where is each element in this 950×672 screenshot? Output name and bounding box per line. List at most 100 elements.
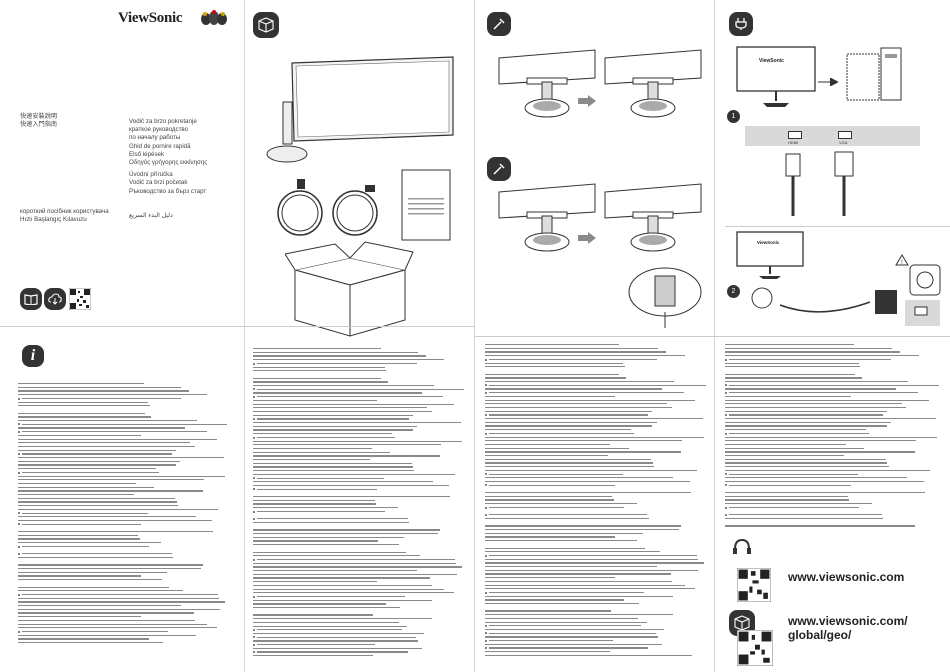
- safety-text-block: [253, 348, 468, 668]
- text-line: [253, 348, 381, 350]
- text-line: [18, 412, 145, 414]
- text-line: [18, 386, 182, 388]
- text-line: [485, 455, 608, 457]
- text-line: [18, 468, 156, 470]
- text-line: [18, 519, 212, 522]
- bullet-mark: [18, 545, 20, 548]
- text-line: [253, 544, 399, 546]
- info-text-block: [18, 383, 238, 668]
- text-line: [253, 447, 372, 450]
- text-line: [485, 577, 615, 579]
- text-line: [485, 347, 658, 349]
- text-line: [257, 388, 464, 390]
- qr-code-support[interactable]: [737, 568, 771, 602]
- text-line: [253, 555, 420, 557]
- text-line: [485, 584, 686, 586]
- text-line: [253, 351, 418, 353]
- text-line: [257, 436, 396, 439]
- text-line: [18, 416, 152, 418]
- text-line: [485, 458, 652, 460]
- title-el: Οδηγός γρήγορης εκκίνησης: [129, 159, 208, 167]
- cloud-download-icon: [44, 288, 66, 310]
- text-line: [729, 392, 919, 394]
- text-line: [253, 466, 414, 468]
- bullet-mark: [485, 384, 487, 387]
- geo-link[interactable]: www.viewsonic.com/ global/geo/: [788, 614, 908, 642]
- text-line: [253, 529, 441, 531]
- bullet-mark: [725, 484, 727, 487]
- text-line: [725, 503, 872, 505]
- text-line: [489, 414, 649, 416]
- text-line: [253, 551, 406, 553]
- text-line: [725, 462, 888, 464]
- text-line: [485, 466, 654, 468]
- text-line: [18, 579, 163, 581]
- text-line: [489, 506, 624, 509]
- text-line: [485, 643, 663, 645]
- bullet-mark: [725, 384, 727, 387]
- text-line: [253, 481, 433, 483]
- bullet-mark: [253, 477, 255, 480]
- text-line: [18, 490, 204, 492]
- text-line: [485, 558, 698, 560]
- bullet-mark: [253, 595, 255, 598]
- title-hu: Első lépések: [129, 150, 165, 158]
- bullet-mark: [253, 388, 255, 391]
- text-line: [253, 407, 428, 409]
- text-line: [485, 462, 653, 464]
- brand-mini-1: ViewSonic: [759, 58, 784, 64]
- warning-icon: !: [895, 254, 909, 266]
- text-line: [729, 514, 883, 516]
- title-ro: Ghid de pornire rapidă: [129, 142, 191, 150]
- text-line: [257, 629, 403, 631]
- bullet-mark: [253, 395, 255, 398]
- text-line: [485, 499, 614, 501]
- assembly-step-1: [498, 49, 596, 118]
- text-line: [253, 455, 440, 457]
- text-line: [22, 512, 149, 514]
- bullet-mark: [18, 397, 20, 400]
- text-line: [253, 473, 456, 476]
- text-line: [489, 625, 642, 627]
- text-line: [725, 406, 907, 409]
- base-detail-illustration: [628, 267, 702, 328]
- text-line: [257, 651, 409, 653]
- monitor-front-illustration: [736, 231, 804, 279]
- text-line: [257, 488, 378, 490]
- brand-logo: ViewSonic: [118, 10, 183, 27]
- headset-icon: [730, 536, 754, 560]
- bullet-mark: [18, 630, 20, 633]
- text-line: [253, 577, 431, 579]
- text-line: [18, 394, 208, 396]
- text-line: [489, 358, 657, 361]
- text-line: [725, 399, 929, 401]
- qr-code-geo[interactable]: [737, 630, 773, 666]
- book-icon: [20, 288, 42, 310]
- text-line: [485, 492, 692, 494]
- text-line: [485, 603, 639, 605]
- text-line: [18, 438, 218, 440]
- text-line: [485, 503, 637, 505]
- text-line: [253, 603, 386, 605]
- title-zh-tw: 快速安裝說明: [20, 113, 58, 120]
- brand-mini-2: ViewSonic: [757, 240, 780, 245]
- text-line: [18, 534, 139, 536]
- text-line: [725, 373, 855, 375]
- bullet-mark: [485, 624, 487, 627]
- qr-code[interactable]: [69, 288, 91, 310]
- text-line: [22, 553, 172, 555]
- website-link[interactable]: www.viewsonic.com: [788, 570, 905, 584]
- text-line: [253, 562, 457, 564]
- text-line: [485, 477, 674, 479]
- text-line: [22, 545, 150, 548]
- text-line: [485, 351, 666, 353]
- text-line: [253, 444, 441, 446]
- connection-text-block: [725, 344, 945, 529]
- text-line: [485, 388, 662, 390]
- text-line: [18, 442, 191, 444]
- text-line: [485, 525, 681, 527]
- bullet-mark: [485, 591, 487, 594]
- text-line: [253, 566, 462, 568]
- text-line: [18, 479, 205, 481]
- text-line: [485, 599, 624, 601]
